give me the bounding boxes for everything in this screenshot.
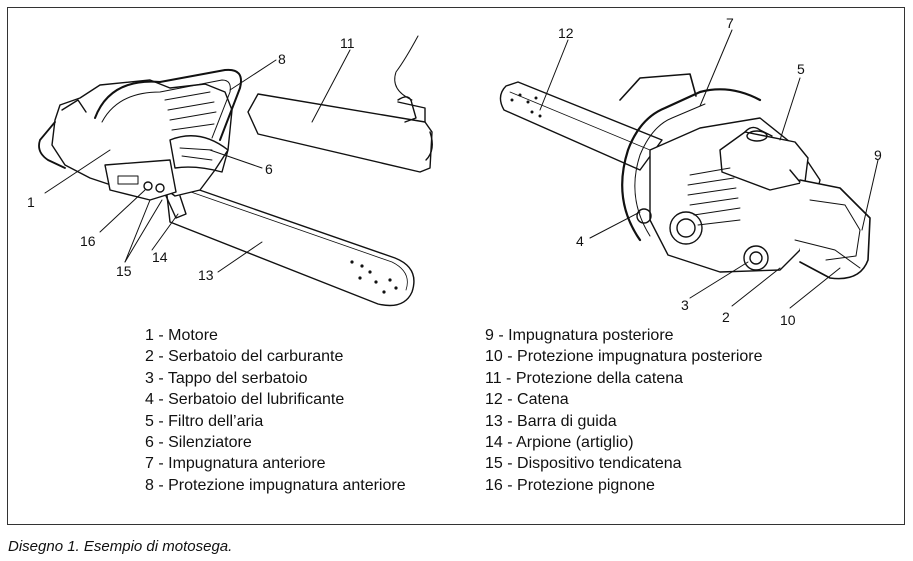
- legend-item: 1 - Motore: [145, 327, 218, 344]
- legend-item: 6 - Silenziatore: [145, 434, 252, 452]
- callout-9: 9: [874, 147, 882, 163]
- legend-item: 16 - Protezione pignone: [485, 476, 655, 494]
- callout-14: 14: [152, 249, 168, 265]
- legend-item: 7 - Impugnatura anteriore: [145, 455, 326, 473]
- guide-bar-left: [164, 177, 415, 307]
- legend-item: 11 - Protezione della catena: [485, 369, 684, 387]
- leader-lines-right: [539, 29, 879, 309]
- legend-item: 13 - Barra di guida: [485, 412, 617, 430]
- legend-item: 10 - Protezione impugnatura posteriore: [485, 348, 763, 366]
- legend-item: 2 - Serbatoio del carburante: [145, 348, 344, 366]
- callout-8: 8: [278, 51, 286, 67]
- left-chainsaw-illustration: [38, 68, 415, 307]
- legend-item: 15 - Dispositivo tendicatena: [485, 455, 682, 473]
- figure-frame: [7, 7, 905, 525]
- right-chainsaw-illustration: [499, 73, 871, 280]
- callout-5: 5: [797, 61, 805, 77]
- legend-left: 1 - Motore 2 - Serbatoio del carburante …: [145, 325, 406, 496]
- front-handle-left: [94, 68, 242, 141]
- callout-numbers: 1 16 15 14 13 8 6 11 12 7 5 9 4 3 2 10: [27, 15, 882, 328]
- callout-11: 11: [340, 35, 355, 51]
- legend-item: 4 - Serbatoio del lubrificante: [145, 391, 345, 409]
- leader-lines-left: [44, 49, 351, 273]
- guide-bar-right: [499, 81, 663, 171]
- callout-3: 3: [681, 297, 689, 313]
- chain-guard-illustration: [247, 35, 433, 173]
- figure-caption: Disegno 1. Esempio di motosega.: [8, 538, 233, 555]
- callout-12: 12: [558, 25, 574, 41]
- callout-13: 13: [198, 267, 214, 283]
- legend-item: 5 - Filtro dell’aria: [145, 412, 264, 430]
- legend-item: 12 - Catena: [485, 391, 569, 409]
- legend-item: 14 - Arpione (artiglio): [485, 434, 634, 452]
- callout-6: 6: [265, 161, 273, 177]
- callout-10: 10: [780, 312, 796, 328]
- callout-1: 1: [27, 194, 35, 210]
- legend-item: 8 - Protezione impugnatura anteriore: [145, 476, 406, 494]
- front-handle-right: [621, 88, 762, 242]
- callout-2: 2: [722, 309, 730, 325]
- callout-4: 4: [576, 233, 584, 249]
- legend-right: 9 - Impugnatura posteriore 10 - Protezio…: [485, 325, 763, 496]
- legend-item: 9 - Impugnatura posteriore: [485, 327, 674, 344]
- callout-15: 15: [116, 263, 132, 279]
- callout-7: 7: [726, 15, 734, 31]
- callout-16: 16: [80, 233, 96, 249]
- legend-item: 3 - Tappo del serbatoio: [145, 369, 308, 387]
